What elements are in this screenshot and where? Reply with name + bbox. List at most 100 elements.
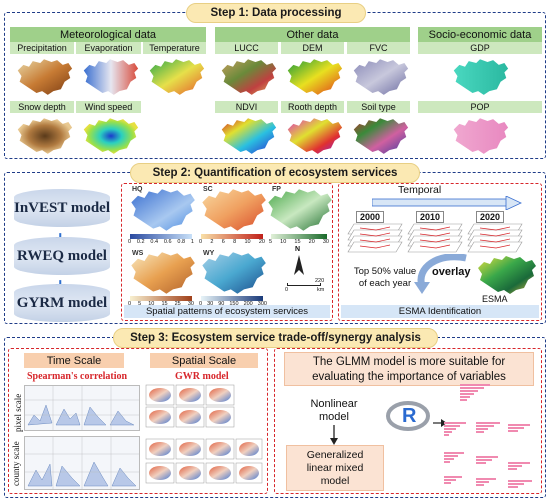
scale-zero: 0 [285,287,289,293]
year-2010: 2010 [416,211,445,223]
sc-tick: 0 [199,239,203,245]
rweq-model: RWEQ model [14,237,110,275]
nonlinear-text: Nonlinear model [299,398,369,424]
temporal-label: Temporal [398,184,442,196]
esma-caption: ESMA Identification [341,305,539,318]
map-fp [268,189,332,231]
top50-line2: of each year [358,278,412,289]
wy-tick: 300 [257,301,267,307]
esma-panel [338,183,542,321]
scale-value: 220 [315,278,325,284]
hq-label: HQ [132,186,143,193]
nonlinear-line2: model [319,411,349,423]
socio-economic-header: Socio-economic data [418,27,542,42]
ws-tick: 15 [161,301,168,307]
county-matrix-plots [24,436,140,490]
glmm-title-line2: evaluating the importance of variables [312,371,506,383]
glmm-box-line1: Generalized [306,449,364,461]
label-evaporation: Evaporation [76,42,141,54]
fp-tick: 30 [322,239,329,245]
label-precipitation: Precipitation [10,42,74,54]
label-gdp: GDP [418,42,542,54]
stacked-layers-2010 [407,223,463,253]
label-lucc: LUCC [215,42,278,54]
glmm-box-line2: linear mixed [306,462,364,474]
top50-text: Top 50% value of each year [345,266,425,290]
sc-tick: 20 [258,239,265,245]
north-arrow-icon [294,255,304,275]
hq-tick: 0 [128,239,132,245]
ws-label: WS [132,250,144,257]
step1-label: Step 1: Data processing [186,3,366,23]
step3-label: Step 3: Ecosystem service trade-off/syne… [113,328,438,348]
hq-tick: 0.2 [136,239,145,245]
wy-tick: 0 [199,301,203,307]
sc-tick: 2 [210,239,214,245]
map-lucc [221,59,277,95]
label-wind-speed: Wind speed [76,101,141,113]
map-evaporation [83,59,139,95]
wy-tick: 30 [207,301,214,307]
top50-line1: Top 50% value [353,266,417,277]
pixel-scale-label: pixel scale [13,393,23,432]
meteorological-header: Meteorological data [10,27,206,42]
ws-tick: 0 [128,301,132,307]
label-dem: DEM [281,42,344,54]
hq-tick: 0.4 [150,239,159,245]
other-data-header: Other data [215,27,410,42]
hq-tick: 0.8 [177,239,186,245]
overlay-label: overlay [432,266,471,278]
curved-arrow-icon [414,254,467,294]
hq-tick: 1 [190,239,194,245]
fp-colorbar [271,234,327,239]
map-root-depth [287,118,343,154]
map-ndvi [221,118,277,154]
glmm-title-line1: The GLMM model is more suitable for [312,356,506,368]
step2-label: Step 2: Quantification of ecosystem serv… [130,163,420,183]
nonlinear-line1: Nonlinear [310,398,358,410]
glmm-box-line3: model [320,475,350,487]
glmm-box: Generalized linear mixed model [286,445,384,491]
fp-tick: 5 [269,239,273,245]
down-arrow-icon [330,425,338,445]
map-wind-speed [83,118,139,154]
map-snow-depth [17,118,73,154]
label-root-depth: Rooth depth [281,101,344,113]
label-ndvi: NDVI [215,101,278,113]
label-pop: POP [418,101,542,113]
county-scale-label: county scale [11,441,21,486]
r-logo-letter: R [402,405,417,427]
fp-tick: 10 [280,239,287,245]
glmm-title-box: The GLMM model is more suitable for eval… [284,352,534,386]
map-esma [478,256,536,294]
wy-label: WY [203,250,215,257]
esma-label: ESMA [482,294,508,304]
importance-plots [444,384,532,488]
sc-label: SC [203,186,213,193]
gwr-maps-grid [145,384,263,484]
map-fvc [353,59,409,95]
map-pop [453,118,509,154]
label-soil-type: Soil type [347,101,410,113]
invest-model: InVEST model [14,189,110,227]
ws-tick: 25 [174,301,181,307]
spearman-title: Spearman's correlation [27,371,128,382]
year-2000: 2000 [356,211,385,223]
ws-tick: 30 [187,301,194,307]
ws-tick: 10 [148,301,155,307]
hq-colorbar [130,234,192,239]
r-logo-icon [386,401,430,431]
label-fvc: FVC [347,42,410,54]
gwr-title: GWR model [175,371,229,382]
map-precipitation [17,59,73,95]
map-soil-type [353,118,409,154]
spatial-patterns-panel [121,183,333,321]
sc-tick: 6 [221,239,225,245]
map-hq [131,189,195,231]
stacked-layers-2000 [347,223,403,253]
